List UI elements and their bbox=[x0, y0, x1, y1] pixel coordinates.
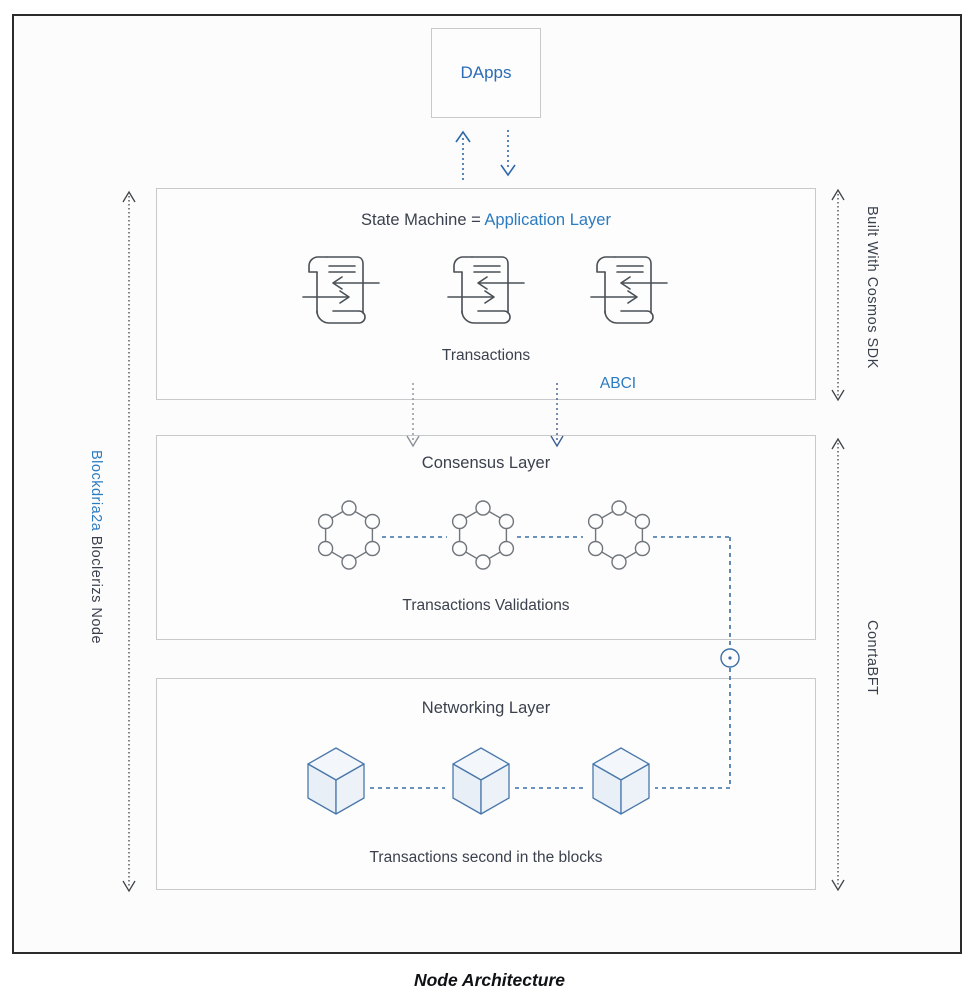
consensus-layer-box: Consensus Layer bbox=[156, 435, 816, 640]
left-axis-label-primary: Blockdria2a bbox=[88, 450, 104, 532]
block-hexagon-icon bbox=[451, 500, 515, 570]
abci-label: ABCI bbox=[599, 375, 637, 392]
networking-layer-title: Networking Layer bbox=[421, 699, 551, 717]
consensus-layer-title: Consensus Layer bbox=[421, 454, 551, 472]
transaction-scroll-icon bbox=[590, 256, 668, 324]
application-layer-title-highlight: Application Layer bbox=[484, 211, 611, 229]
networking-layer-caption: Transactions second in the blocks bbox=[369, 849, 603, 866]
left-axis-label: Blockdria2a Bloclerizs Node bbox=[88, 450, 104, 644]
block-cube-icon bbox=[307, 747, 365, 815]
application-layer-title: State Machine = Application Layer bbox=[157, 211, 815, 230]
application-layer-caption: Transactions bbox=[441, 347, 531, 364]
application-layer-title-prefix: State Machine = bbox=[361, 211, 485, 229]
right-axis-top-label: Built With Cosmos SDK bbox=[864, 206, 880, 369]
dapps-box: DApps bbox=[431, 28, 541, 118]
block-cube-icon bbox=[592, 747, 650, 815]
block-hexagon-icon bbox=[317, 500, 381, 570]
block-hexagon-icon bbox=[587, 500, 651, 570]
transaction-scroll-icon bbox=[302, 256, 380, 324]
block-cube-icon bbox=[452, 747, 510, 815]
left-axis-label-secondary: Bloclerizs Node bbox=[88, 531, 104, 645]
transaction-scroll-icon bbox=[447, 256, 525, 324]
consensus-layer-caption: Transactions Validations bbox=[402, 597, 570, 614]
networking-layer-box: Networking Layer Transactions second in … bbox=[156, 678, 816, 890]
right-axis-bottom-label: ConrtaBFT bbox=[864, 620, 880, 696]
diagram-title: Node Architecture bbox=[413, 970, 566, 990]
application-layer-box: State Machine = Application Layer bbox=[156, 188, 816, 400]
dapps-label: DApps bbox=[460, 63, 512, 82]
